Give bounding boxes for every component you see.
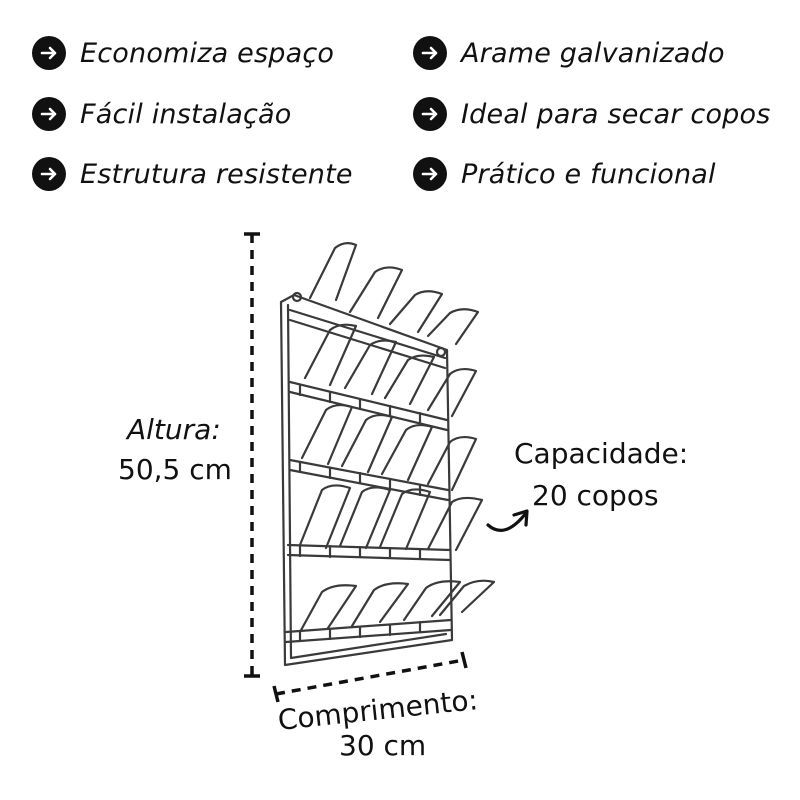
feature-label: Ideal para secar copos bbox=[461, 98, 771, 130]
capacity-arrow-icon bbox=[486, 509, 529, 532]
height-value: 50,5 cm bbox=[118, 453, 232, 486]
capacity-value: 20 copos bbox=[532, 479, 659, 512]
width-dimension-line bbox=[272, 651, 468, 703]
feature-label: Arame galvanizado bbox=[461, 37, 725, 69]
feature-item-economiza-espaco: Economiza espaço bbox=[32, 31, 334, 75]
wire-glass-rack bbox=[279, 241, 496, 667]
width-value: 30 cm bbox=[339, 729, 427, 762]
feature-item-pratico-e-funcional: Prático e funcional bbox=[413, 152, 716, 196]
feature-label: Prático e funcional bbox=[461, 158, 716, 190]
feature-item-arame-galvanizado: Arame galvanizado bbox=[413, 31, 725, 75]
feature-item-facil-instalacao: Fácil instalação bbox=[32, 92, 291, 136]
arrow-right-icon bbox=[32, 97, 66, 131]
arrow-right-icon bbox=[32, 157, 66, 191]
arrow-right-icon bbox=[32, 36, 66, 70]
feature-label: Fácil instalação bbox=[80, 98, 292, 130]
feature-label: Estrutura resistente bbox=[80, 158, 353, 190]
arrow-right-icon bbox=[413, 97, 447, 131]
feature-label: Economiza espaço bbox=[80, 37, 335, 69]
height-dimension-line bbox=[244, 232, 260, 678]
feature-item-ideal-para-secar-copos: Ideal para secar copos bbox=[413, 92, 771, 136]
capacity-label: Capacidade: bbox=[514, 437, 689, 470]
arrow-right-icon bbox=[413, 36, 447, 70]
arrow-right-icon bbox=[413, 157, 447, 191]
feature-item-estrutura-resistente: Estrutura resistente bbox=[32, 152, 353, 196]
height-label: Altura: bbox=[127, 413, 221, 446]
